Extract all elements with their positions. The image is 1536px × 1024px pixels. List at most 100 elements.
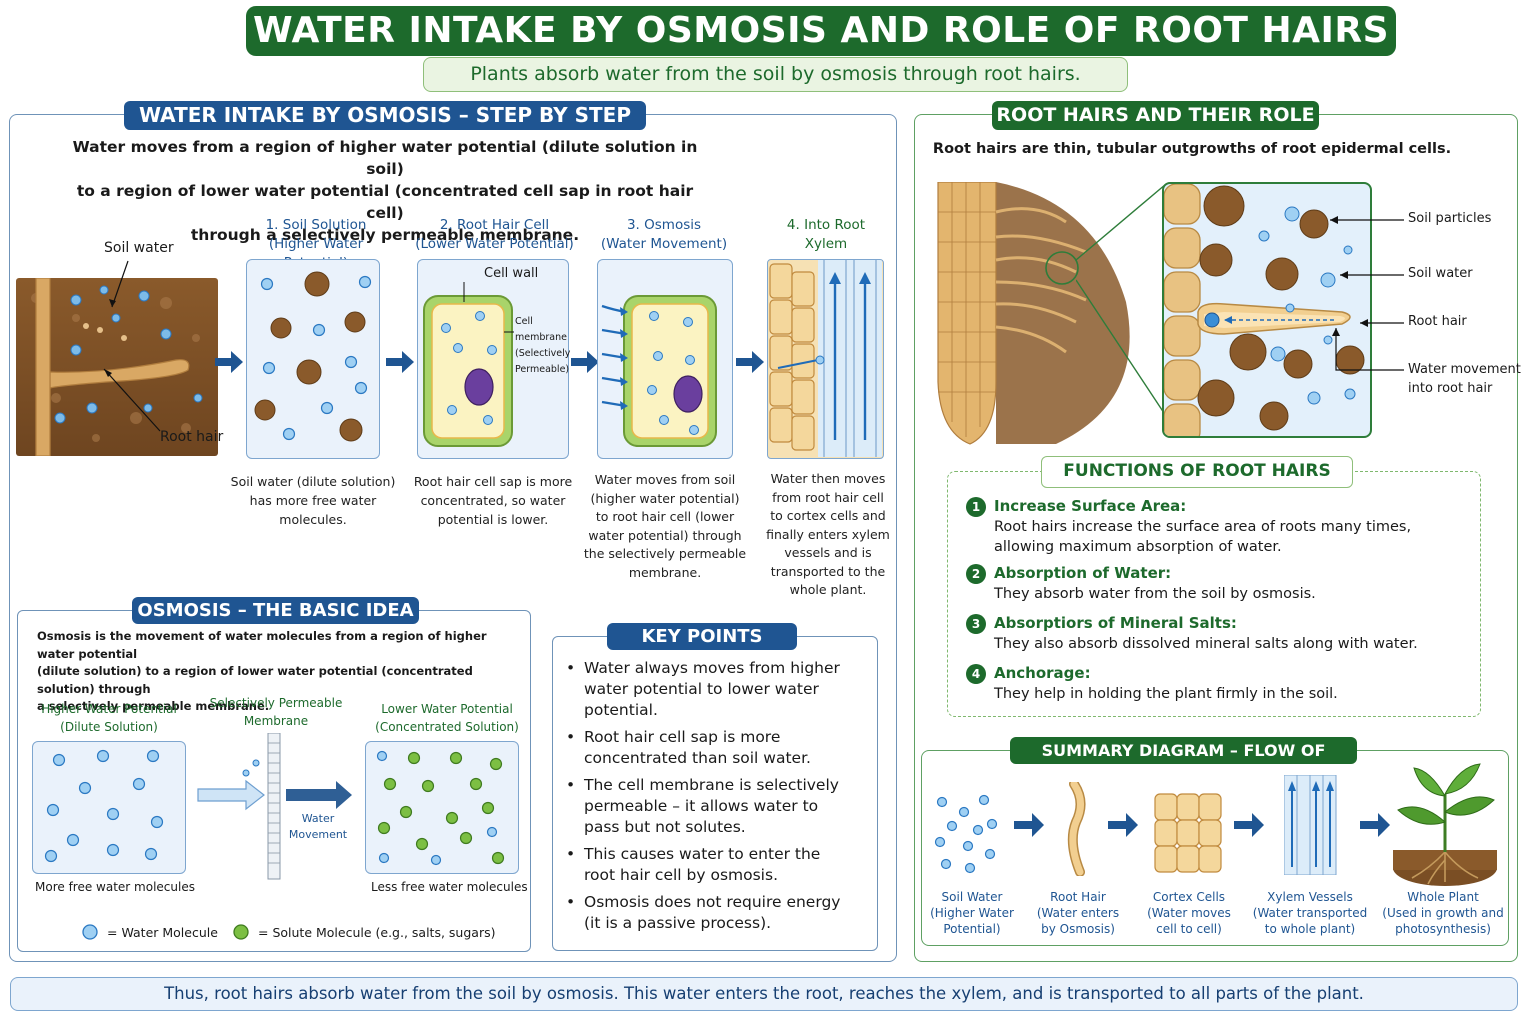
kp-line: This causes water to enter the: [584, 845, 821, 863]
summary-line: (Higher Water: [930, 906, 1014, 920]
label-line: (Dilute Solution): [60, 720, 158, 734]
step-title-line: (Water Movement): [600, 236, 728, 252]
caption-line: concentrated, so water: [420, 493, 566, 508]
root-hair-zoom-box: [1162, 182, 1372, 438]
root-hair-icon: [1066, 779, 1092, 880]
zoom-lines: [1076, 183, 1167, 417]
membrane-label-line: (Selectively: [515, 348, 571, 359]
arrow-icon: [386, 351, 416, 377]
step-title-line: 2. Root Hair Cell: [439, 217, 550, 233]
summary-line: cell to cell): [1156, 922, 1222, 936]
label-cell-wall: Cell wall: [484, 266, 539, 281]
label-line: Water movement: [1408, 362, 1521, 377]
definition-line: (dilute solution) to a region of lower w…: [37, 664, 473, 696]
water-molecule-legend-icon: [80, 923, 102, 945]
arrow-icon: [736, 351, 766, 377]
kp-line: Water always moves from higher: [584, 659, 840, 677]
step-2-root-hair-cell-box: [417, 259, 569, 459]
summary-line: Whole Plant: [1407, 890, 1479, 904]
caption-line: the selectively permeable: [583, 546, 747, 561]
membrane-label-line: Permeable): [515, 364, 570, 375]
function-item: 3 Absorptiors of Mineral Salts: They als…: [966, 614, 1486, 658]
lower-potential-label: Lower Water Potential (Concentrated Solu…: [364, 700, 530, 736]
label-cell-membrane: Cell membrane (Selectively Permeable): [515, 314, 570, 378]
step-4-title: 4. Into Root Xylem: [768, 216, 884, 254]
function-number-badge: 3: [966, 614, 986, 634]
label-soil-water: Soil water: [104, 240, 174, 256]
caption-line: finally enters xylem: [766, 526, 890, 542]
function-title: Absorption of Water:: [994, 564, 1172, 582]
function-number-badge: 1: [966, 497, 986, 517]
caption-line: to root hair cell (lower: [595, 509, 735, 524]
step-title-line: Xylem: [804, 236, 848, 252]
summary-label-soil-water: Soil Water (Higher Water Potential): [922, 889, 1022, 937]
caption-line: Water then moves: [770, 471, 886, 486]
page-subtitle: Plants absorb water from the soil by osm…: [423, 57, 1128, 92]
step-4-xylem-box: [767, 259, 884, 459]
step-2-title: 2. Root Hair Cell (Lower Water Potential…: [412, 216, 577, 254]
more-free-label: More free water molecules: [35, 880, 195, 894]
arrow-icon: [571, 351, 601, 377]
label-zoom-root-hair: Root hair: [1408, 314, 1467, 329]
dilute-solution-box: [32, 741, 186, 874]
caption-line: potential is lower.: [437, 512, 549, 527]
cortex-cells-icon: [1154, 793, 1224, 877]
step-title-line: 3. Osmosis: [626, 217, 702, 233]
osmosis-definition: Osmosis is the movement of water molecul…: [37, 628, 527, 716]
definition-line: Osmosis is the movement of water molecul…: [37, 629, 487, 661]
summary-line: (Water enters: [1036, 906, 1120, 920]
kp-line: pass but not solutes.: [584, 818, 746, 836]
kp-line: Root hair cell sap is more: [584, 728, 781, 746]
conclusion-bar: Thus, root hairs absorb water from the s…: [10, 977, 1518, 1011]
key-point-item: Osmosis does not require energy(it is a …: [554, 892, 874, 934]
function-body-line: allowing maximum absorption of water.: [994, 539, 1282, 555]
step-title-line: 4. Into Root: [786, 217, 866, 233]
step-4-caption: Water then moves from root hair cell to …: [760, 470, 896, 600]
membrane-label: Selectively Permeable Membrane: [204, 694, 348, 730]
step-title-line: (Lower Water Potential): [415, 236, 574, 252]
summary-line: Root Hair: [1050, 890, 1106, 904]
summary-line: Cortex Cells: [1152, 890, 1226, 904]
summary-line: Soil Water: [941, 890, 1003, 904]
water-molecule-legend: = Water Molecule: [107, 925, 218, 940]
whole-plant-icon: [1390, 760, 1500, 890]
label-water-movement: Water movement into root hair: [1408, 360, 1521, 398]
function-item: 2 Absorption of Water: They absorb water…: [966, 564, 1486, 608]
function-title: Increase Surface Area:: [994, 497, 1187, 515]
kp-line: concentrated than soil water.: [584, 749, 811, 767]
label-line: Movement: [288, 828, 348, 841]
label-line: (Concentrated Solution): [375, 720, 519, 734]
intro-line: Water moves from a region of higher wate…: [72, 138, 698, 178]
kp-line: The cell membrane is selectively: [584, 776, 839, 794]
section-header-summary: SUMMARY DIAGRAM – FLOW OF WATER: [1010, 737, 1357, 787]
xylem-vessels-icon: [1283, 774, 1338, 879]
summary-label-xylem: Xylem Vessels (Water transported to whol…: [1250, 889, 1370, 937]
membrane-label-line: Cell: [515, 316, 533, 327]
function-item: 4 Anchorage: They help in holding the pl…: [966, 664, 1486, 708]
solute-molecule-legend-icon: [232, 923, 252, 945]
function-body-line: They also absorb dissolved mineral salts…: [994, 636, 1418, 652]
function-body: They help in holding the plant firmly in…: [994, 684, 1474, 704]
kp-line: potential.: [584, 701, 658, 719]
less-free-label: Less free water molecules: [371, 880, 528, 894]
summary-line: Xylem Vessels: [1267, 890, 1353, 904]
section-header-root-hairs: ROOT HAIRS AND THEIR ROLE: [992, 101, 1319, 130]
caption-line: Soil water (dilute solution): [230, 474, 396, 489]
section-header-steps: WATER INTAKE BY OSMOSIS – STEP BY STEP: [124, 101, 646, 130]
section-header-key-points: KEY POINTS: [607, 623, 797, 650]
step-1-soil-solution-box: [246, 259, 380, 459]
step-1-caption: Soil water (dilute solution) has more fr…: [228, 472, 398, 529]
summary-label-root-hair: Root Hair (Water enters by Osmosis): [1030, 889, 1126, 937]
label-line: Membrane: [243, 714, 309, 728]
soil-root-illustration: [16, 277, 218, 457]
arrow-icon: [1360, 813, 1392, 841]
summary-line: (Used in growth and: [1382, 906, 1504, 920]
caption-line: transported to the: [770, 563, 886, 579]
higher-potential-label: Higher Water Potential (Dilute Solution): [30, 700, 188, 736]
intro-line: through a selectively permeable membrane…: [190, 226, 580, 244]
label-line: Lower Water Potential: [381, 702, 513, 716]
caption-line: has more free water: [249, 493, 377, 508]
kp-line: Osmosis does not require energy: [584, 893, 841, 911]
intro-line: to a region of lower water potential (co…: [76, 182, 694, 222]
